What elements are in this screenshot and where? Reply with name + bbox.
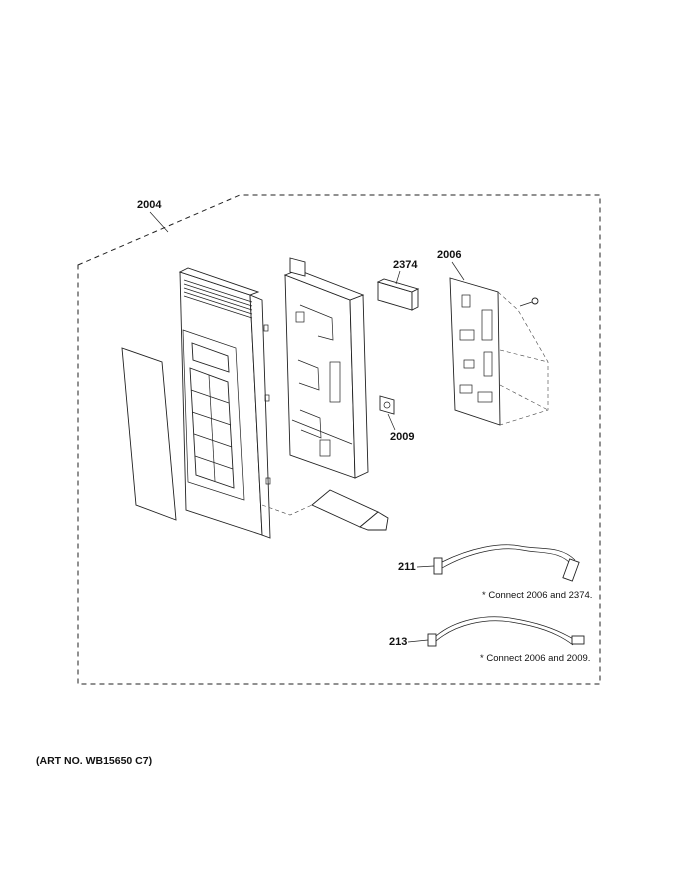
note-211: * Connect 2006 and 2374. (482, 590, 592, 601)
window-film-part[interactable] (121, 347, 177, 521)
callout-2004[interactable]: 2004 (137, 199, 162, 211)
leader-211 (416, 565, 435, 568)
callout-2009[interactable]: 2009 (390, 431, 414, 443)
callout-2374[interactable]: 2374 (393, 259, 418, 271)
note-213: * Connect 2006 and 2009. (480, 653, 590, 664)
control-bracket-part[interactable] (283, 257, 369, 479)
leader-213 (407, 639, 429, 643)
insulation-pad-part[interactable] (261, 489, 389, 531)
wire-harness-211[interactable] (433, 544, 580, 582)
assembly-2004-boundary (77, 194, 601, 685)
callout-211[interactable]: 211 (398, 561, 416, 573)
leader-2006 (451, 261, 465, 281)
art-number: (ART NO. WB15650 C7) (36, 755, 152, 767)
part-2009[interactable] (379, 395, 395, 415)
part-2374[interactable] (376, 278, 420, 311)
leader-2009 (387, 413, 396, 431)
callout-2006[interactable]: 2006 (437, 249, 461, 261)
leader-2374 (395, 270, 401, 285)
callout-213[interactable]: 213 (389, 636, 407, 648)
wire-harness-213[interactable] (427, 616, 585, 647)
leader-2004 (149, 211, 169, 233)
control-board-part[interactable] (449, 277, 549, 426)
control-panel-frame-part[interactable] (178, 267, 271, 539)
